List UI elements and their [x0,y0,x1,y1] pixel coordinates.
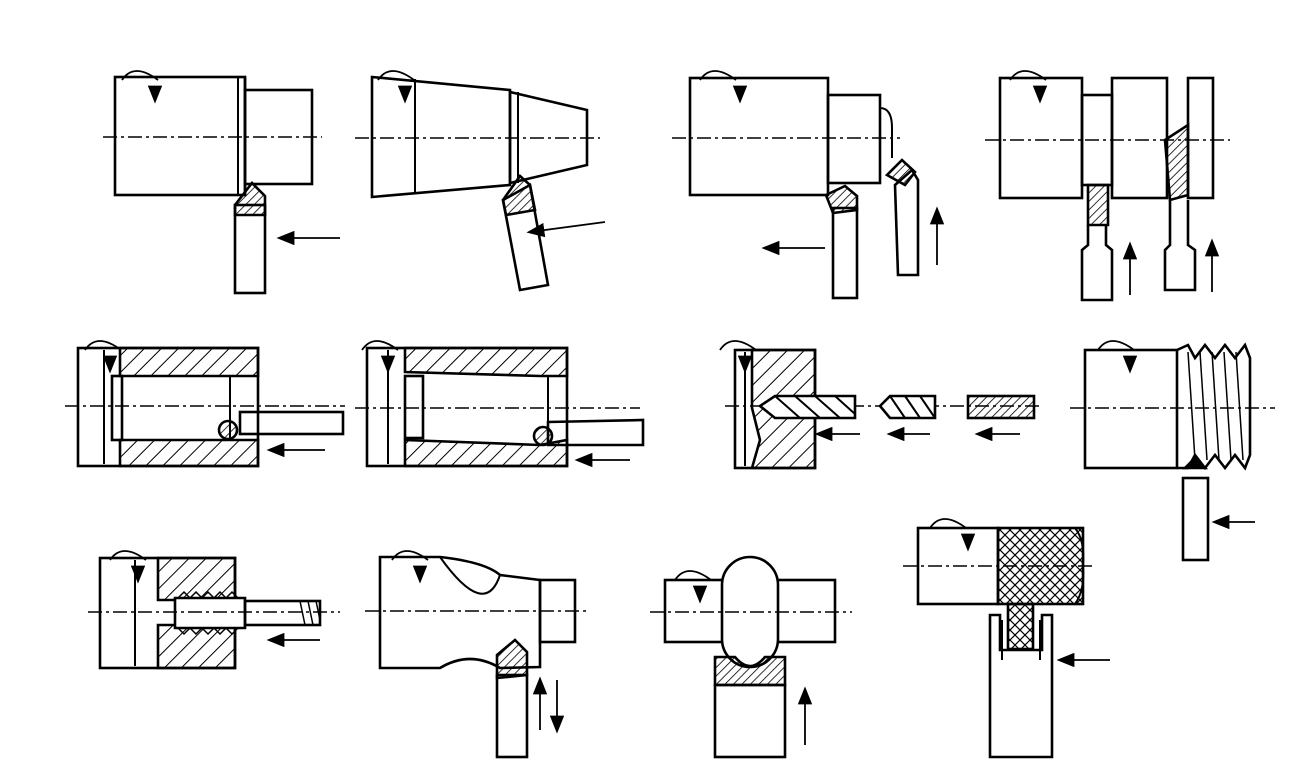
panel-knurling [903,518,1110,759]
panel-turn-outer-cylinder [103,70,340,295]
panel-thread-outer [1070,340,1275,562]
panel-turn-outer-taper [355,70,606,292]
panel-bore-taper [355,340,645,468]
panel-tap-inner [88,550,340,670]
panel-turn-shoulder [672,70,945,300]
panel-drill-ream-tap [719,340,1040,470]
panel-bore-cylinder [65,340,345,468]
panel-form-roller [650,555,852,759]
panel-grooving-cutoff [985,70,1230,302]
panel-form-concave [365,550,590,759]
